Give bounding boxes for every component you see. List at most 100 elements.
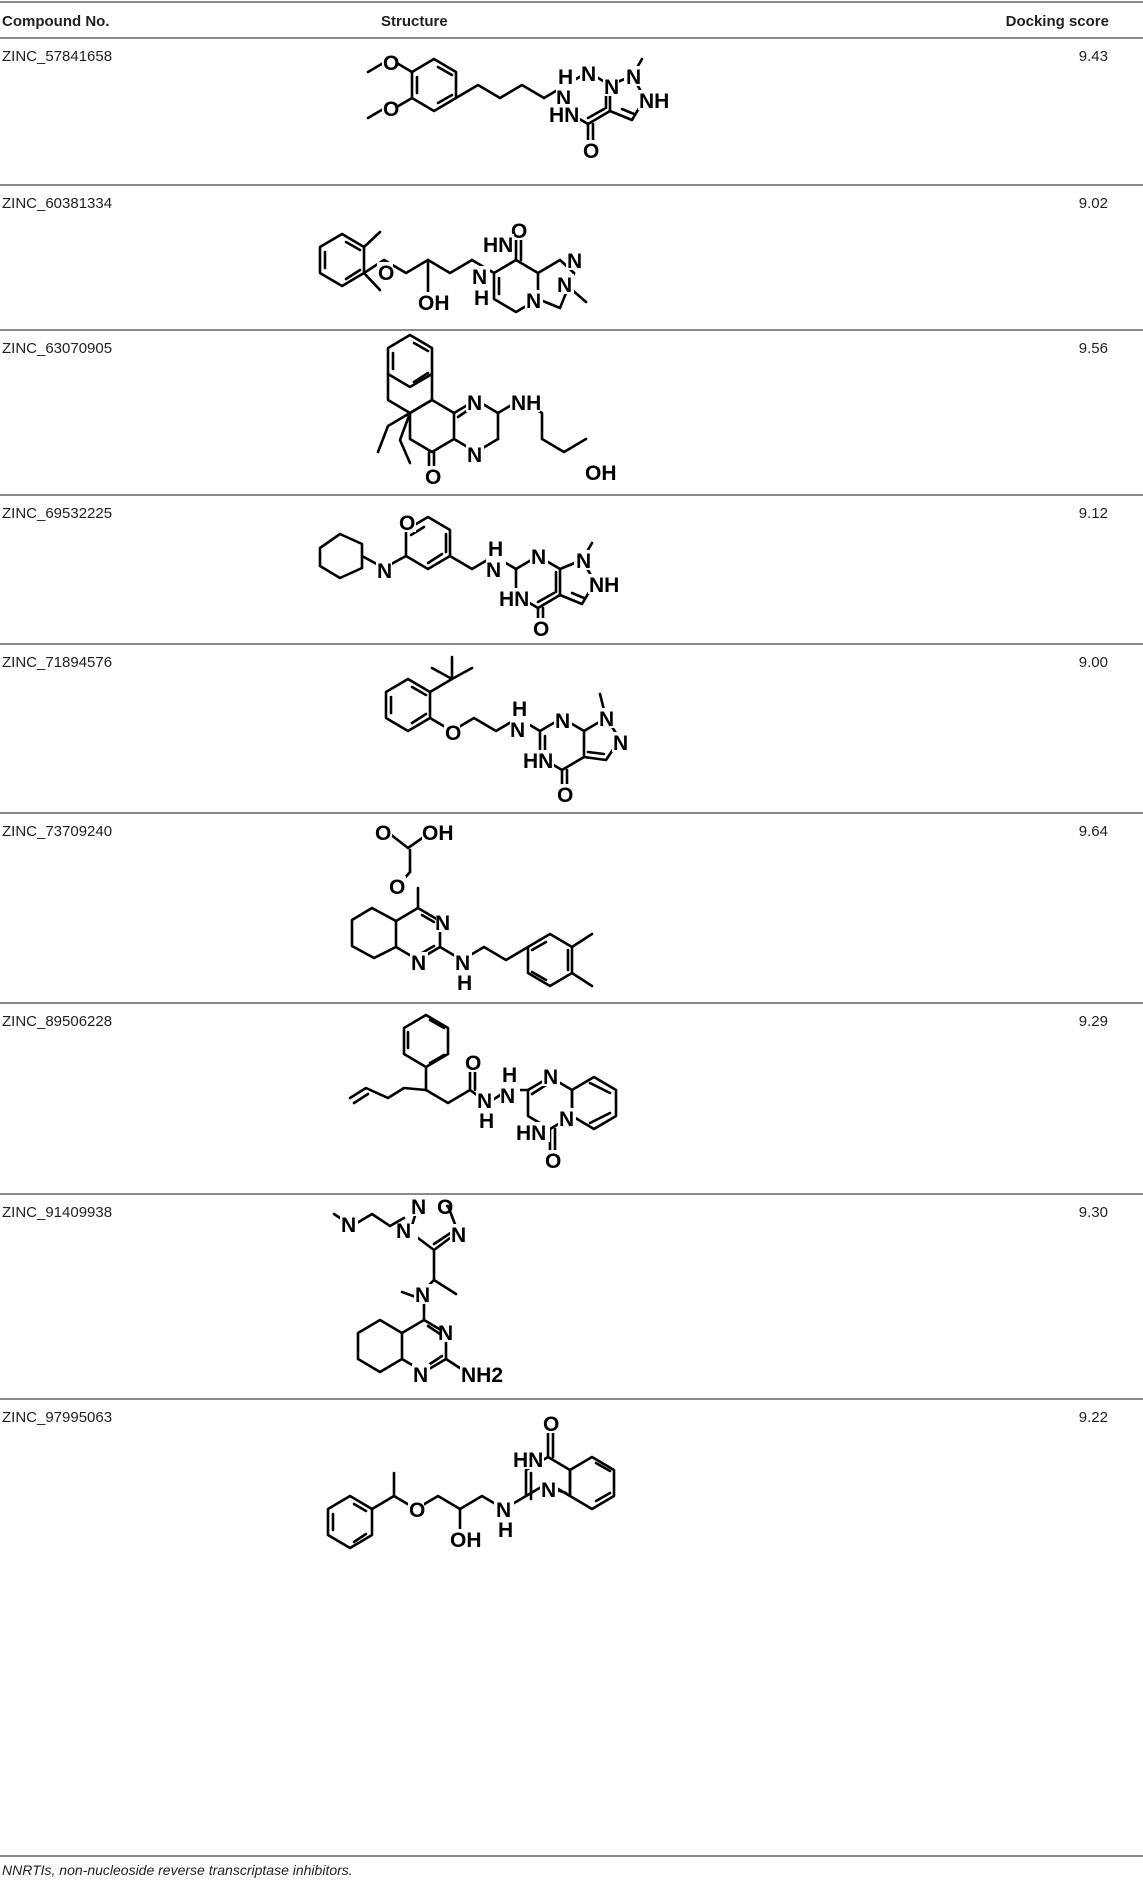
- svg-text:N: N: [543, 1066, 558, 1089]
- docking-score: 9.43: [1078, 48, 1108, 65]
- svg-text:O: O: [389, 876, 405, 899]
- svg-text:N: N: [486, 559, 501, 582]
- row-rule: [0, 184, 1143, 186]
- svg-text:N: N: [415, 1284, 430, 1307]
- compound-id: ZINC_69532225: [2, 505, 113, 522]
- svg-text:N: N: [341, 1214, 356, 1237]
- svg-text:O: O: [583, 140, 599, 163]
- svg-text:OH: OH: [450, 1529, 482, 1552]
- svg-text:N: N: [557, 274, 572, 297]
- structure-6: O OH O N N NH: [350, 822, 594, 995]
- svg-text:HN: HN: [523, 750, 553, 773]
- svg-text:O: O: [557, 784, 573, 807]
- svg-text:H: H: [502, 1064, 517, 1087]
- structure-3: N N NH O OH: [376, 333, 618, 489]
- svg-text:O: O: [409, 1499, 425, 1522]
- docking-score: 9.02: [1078, 195, 1108, 212]
- table-bottom-rule: [0, 1855, 1143, 1857]
- table-top-rule: [0, 1, 1143, 3]
- compound-id: ZINC_97995063: [2, 1409, 113, 1426]
- svg-text:N: N: [438, 1322, 453, 1345]
- svg-text:O: O: [383, 52, 399, 75]
- svg-text:N: N: [526, 290, 541, 313]
- svg-text:HN: HN: [483, 234, 513, 257]
- svg-text:N: N: [496, 1499, 511, 1522]
- svg-text:NH: NH: [589, 574, 619, 597]
- docking-score: 9.22: [1078, 1409, 1108, 1426]
- svg-text:OH: OH: [585, 462, 617, 485]
- docking-score: 9.00: [1078, 654, 1108, 671]
- svg-text:N: N: [467, 444, 482, 467]
- compound-id: ZINC_89506228: [2, 1013, 113, 1030]
- structure-5: O HN N N N HN O: [384, 655, 630, 807]
- svg-text:N: N: [411, 1196, 426, 1219]
- svg-text:HN: HN: [499, 588, 529, 611]
- svg-text:H: H: [457, 972, 472, 995]
- svg-text:O: O: [511, 220, 527, 243]
- svg-text:NH: NH: [639, 90, 669, 113]
- docking-score: 9.64: [1078, 823, 1108, 840]
- svg-text:O: O: [543, 1413, 559, 1436]
- row-rule: [0, 329, 1143, 331]
- svg-text:N: N: [500, 1085, 515, 1108]
- svg-text:O: O: [533, 618, 549, 641]
- docking-score: 9.56: [1078, 340, 1108, 357]
- row-rule: [0, 643, 1143, 645]
- compound-id: ZINC_91409938: [2, 1204, 113, 1221]
- svg-text:NH: NH: [511, 392, 541, 415]
- svg-text:O: O: [445, 722, 461, 745]
- header-score: Docking score: [1005, 13, 1109, 30]
- structure-1: O O HN N N N NH HN O: [366, 52, 669, 163]
- row-rule: [0, 1398, 1143, 1400]
- svg-text:H: H: [474, 287, 489, 310]
- docking-score: 9.30: [1078, 1204, 1108, 1221]
- svg-text:N: N: [555, 710, 570, 733]
- header-structure: Structure: [381, 13, 448, 30]
- table-footnote: NNRTIs, non-nucleoside reverse transcrip…: [2, 1862, 353, 1878]
- svg-text:N: N: [435, 912, 450, 935]
- svg-text:N: N: [477, 1090, 492, 1113]
- svg-text:H: H: [558, 66, 573, 89]
- docking-score: 9.12: [1078, 505, 1108, 522]
- structure-4: N O HN N N NH HN O: [318, 512, 619, 641]
- svg-text:N: N: [541, 1479, 556, 1502]
- docking-score: 9.29: [1078, 1013, 1108, 1030]
- svg-text:N: N: [531, 546, 546, 569]
- svg-text:N: N: [455, 952, 470, 975]
- compound-id: ZINC_73709240: [2, 823, 113, 840]
- row-rule: [0, 1002, 1143, 1004]
- svg-text:N: N: [413, 1364, 428, 1387]
- svg-text:HN: HN: [513, 1449, 543, 1472]
- svg-text:O: O: [375, 822, 391, 845]
- row-rule: [0, 494, 1143, 496]
- svg-text:H: H: [479, 1110, 494, 1133]
- svg-text:N: N: [377, 560, 392, 583]
- svg-text:NH2: NH2: [461, 1364, 503, 1387]
- svg-text:O: O: [383, 98, 399, 121]
- structure-9: O HN N O NH OH: [326, 1413, 616, 1552]
- svg-text:O: O: [378, 262, 394, 285]
- structure-7: O HN N NH N HN O: [348, 1013, 618, 1173]
- svg-text:H: H: [498, 1519, 513, 1542]
- svg-text:N: N: [472, 266, 487, 289]
- svg-text:OH: OH: [422, 822, 454, 845]
- structure-8: N N O N N N N N NH2: [332, 1196, 503, 1387]
- svg-text:H: H: [488, 538, 503, 561]
- compound-id: ZINC_63070905: [2, 340, 113, 357]
- svg-text:O: O: [425, 466, 441, 489]
- svg-text:O: O: [437, 1196, 453, 1219]
- svg-text:N: N: [567, 250, 582, 273]
- compound-id: ZINC_57841658: [2, 48, 113, 65]
- svg-text:N: N: [510, 719, 525, 742]
- svg-text:O: O: [545, 1150, 561, 1173]
- svg-text:H: H: [512, 698, 527, 721]
- svg-text:N: N: [451, 1224, 466, 1247]
- svg-text:HN: HN: [516, 1122, 546, 1145]
- svg-text:OH: OH: [418, 292, 450, 315]
- compound-id: ZINC_71894576: [2, 654, 113, 671]
- structure-2: O O HN N N N NH OH: [318, 220, 588, 315]
- header-compound: Compound No.: [2, 13, 110, 30]
- svg-text:N: N: [411, 952, 426, 975]
- svg-text:N: N: [576, 550, 591, 573]
- svg-text:HN: HN: [549, 104, 579, 127]
